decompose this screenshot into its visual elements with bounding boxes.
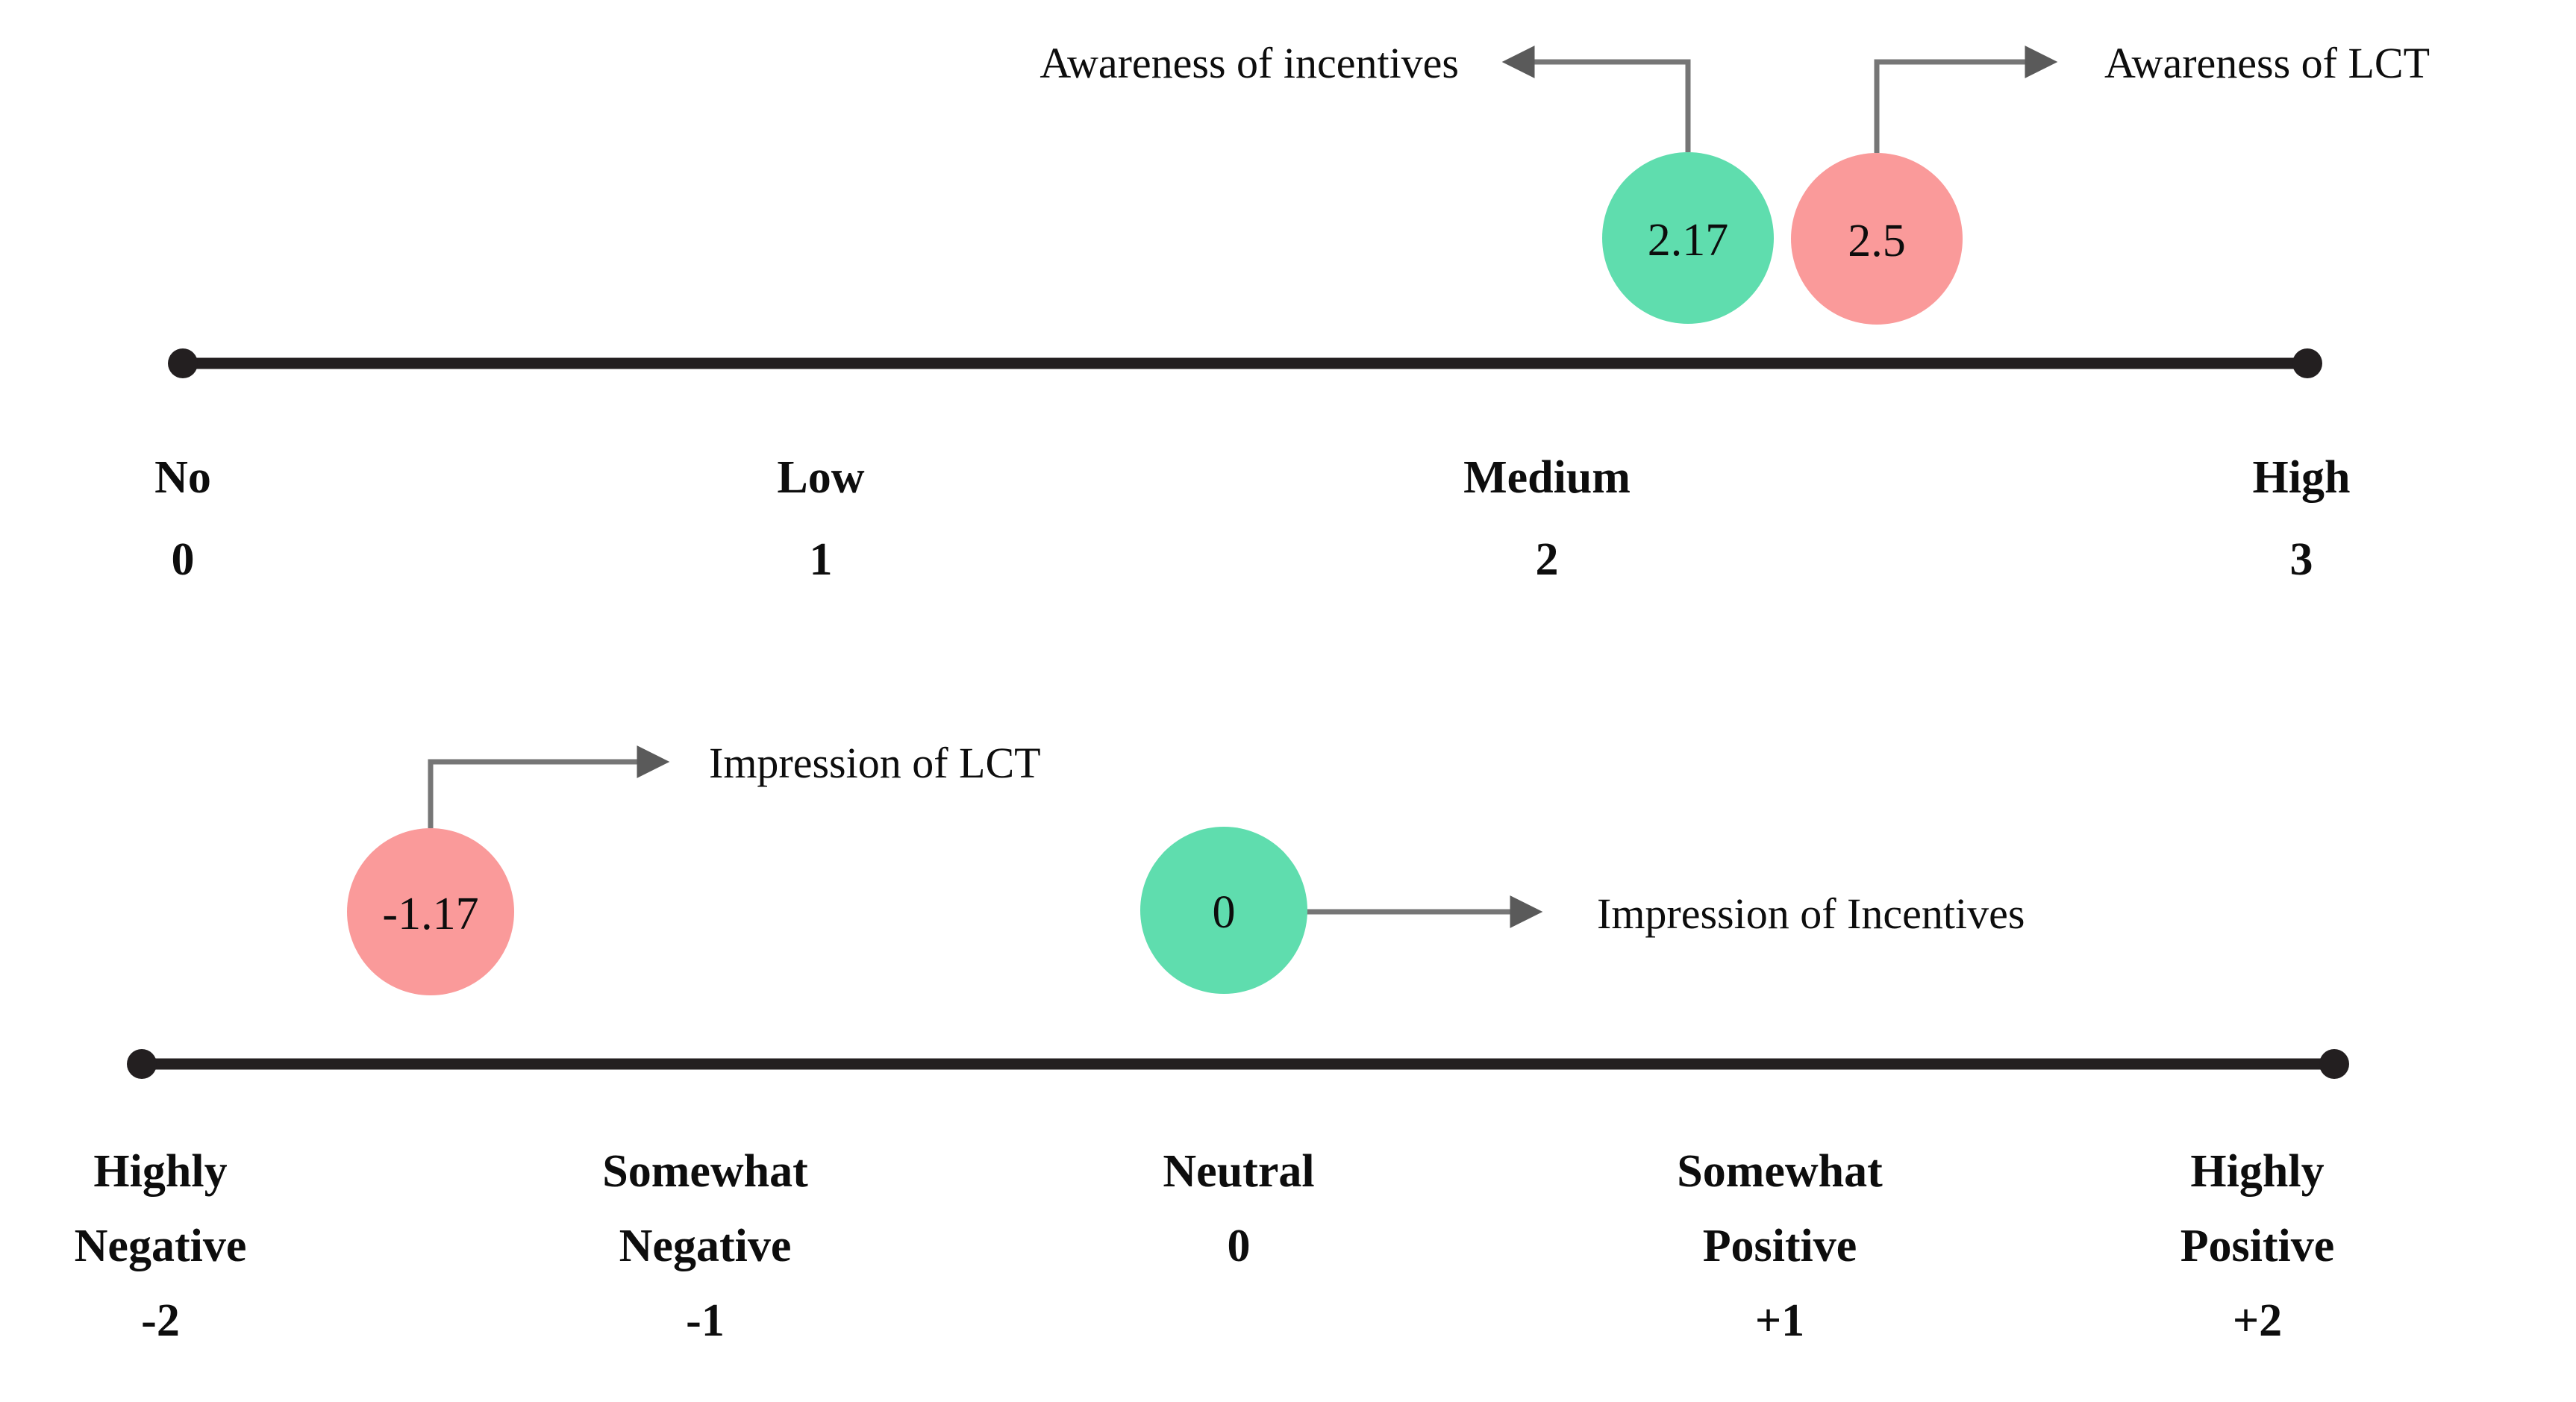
tick-word2-highly-negative: Negative [75, 1221, 247, 1271]
axis-endpoint-left-top [168, 348, 198, 378]
awareness-tick-labels: No 0 Low 1 Medium 2 High 3 [154, 452, 2350, 585]
tick-word1-somewhat-positive: Somewhat [1677, 1146, 1883, 1197]
bubble-impression-incentives: 0 [1140, 827, 1307, 994]
bubble-circle-green-top [1602, 152, 1774, 324]
bubble-circle-green-bottom [1140, 827, 1307, 994]
callout-label-impression-lct: Impression of LCT [709, 739, 1041, 787]
tick-number-zero: 0 [1228, 1221, 1251, 1271]
tick-word-low: Low [777, 452, 864, 503]
bubble-value-impression-incentives: 0 [1213, 887, 1236, 938]
tick-word-high: High [2253, 452, 2351, 503]
bubble-circle-pink-top [1791, 153, 1963, 325]
awareness-scale-group: Awareness of incentives Awareness of LCT… [154, 39, 2430, 585]
bubble-impression-lct: -1.17 [347, 828, 514, 995]
tick-number-plus1: +1 [1755, 1295, 1804, 1346]
axis-endpoint-left-bottom [127, 1049, 157, 1079]
bubble-circle-pink-bottom [347, 828, 514, 995]
tick-number-3: 3 [2290, 534, 2313, 585]
tick-number-minus1: -1 [686, 1295, 725, 1346]
axis-endpoint-right-top [2292, 348, 2322, 378]
tick-number-2: 2 [1536, 534, 1559, 585]
tick-word2-highly-positive: Positive [2180, 1221, 2335, 1271]
bubble-value-awareness-lct: 2.5 [1848, 216, 1906, 266]
tick-word2-somewhat-positive: Positive [1703, 1221, 1857, 1271]
connector-impression-lct [428, 745, 670, 828]
tick-word2-somewhat-negative: Negative [619, 1221, 792, 1271]
impression-axis-line [127, 1049, 2349, 1079]
callout-label-impression-incentives: Impression of Incentives [1597, 889, 2025, 938]
awareness-axis-line [168, 348, 2322, 378]
impression-scale-group: Impression of LCT Impression of Incentiv… [75, 739, 2349, 1346]
callout-label-awareness-lct: Awareness of LCT [2104, 39, 2430, 87]
axis-endpoint-right-bottom [2319, 1049, 2349, 1079]
tick-word-no: No [154, 452, 211, 503]
tick-word1-neutral: Neutral [1163, 1146, 1314, 1197]
impression-tick-labels: Highly Negative -2 Somewhat Negative -1 … [75, 1146, 2335, 1346]
bubble-awareness-lct: 2.5 [1791, 153, 1963, 325]
connector-awareness-incentives [1501, 46, 1691, 152]
callout-label-awareness-incentives: Awareness of incentives [1040, 39, 1459, 87]
tick-word1-highly-positive: Highly [2190, 1146, 2324, 1197]
tick-number-1: 1 [810, 534, 833, 585]
tick-number-minus2: -2 [141, 1295, 180, 1346]
bubble-value-awareness-incentives: 2.17 [1648, 215, 1729, 266]
tick-word1-highly-negative: Highly [93, 1146, 227, 1197]
tick-number-0: 0 [172, 534, 195, 585]
tick-word-medium: Medium [1463, 452, 1631, 503]
bubble-awareness-incentives: 2.17 [1602, 152, 1774, 324]
tick-word1-somewhat-negative: Somewhat [602, 1146, 808, 1197]
bubble-value-impression-lct: -1.17 [382, 889, 478, 939]
tick-number-plus2: +2 [2233, 1295, 2282, 1346]
connector-awareness-lct [1874, 46, 2058, 153]
